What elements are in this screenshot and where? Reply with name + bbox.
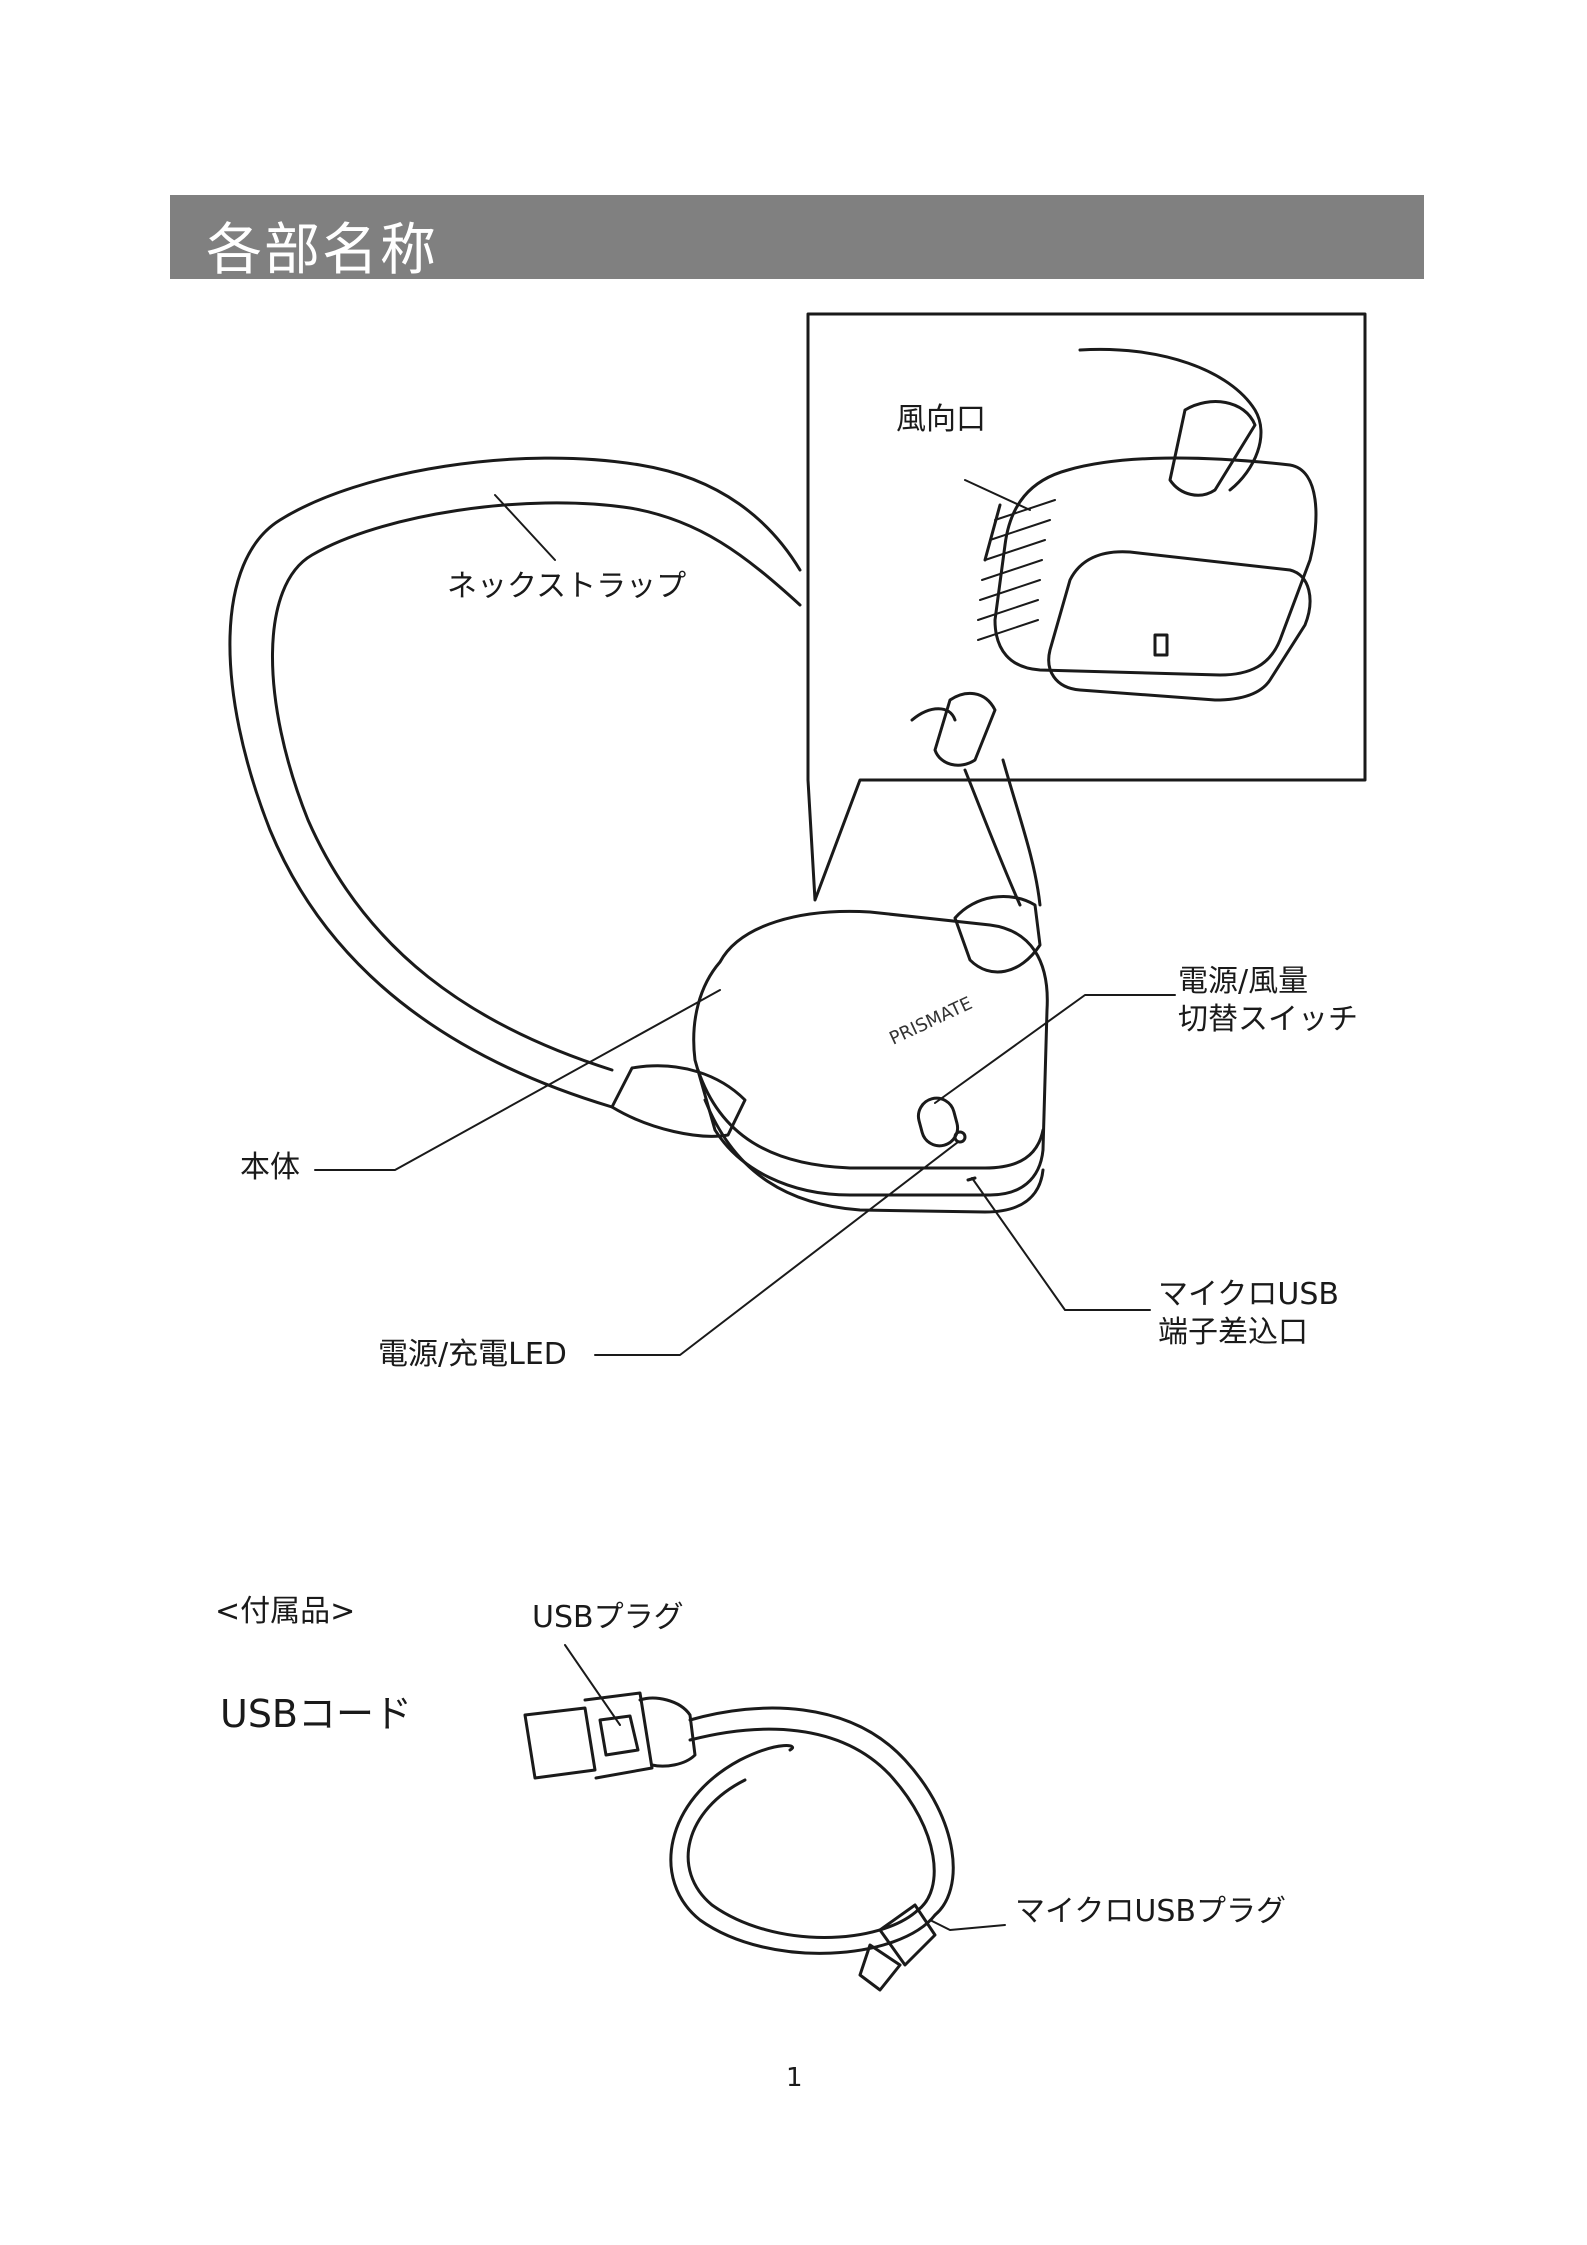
label-micro-usb-plug: マイクロUSBプラグ xyxy=(1015,1892,1286,1932)
usb-cable xyxy=(525,1693,953,1990)
label-neck-strap: ネックストラップ xyxy=(447,567,686,607)
label-power-switch-line2: 切替スイッチ xyxy=(1178,1000,1358,1040)
label-usb-plug: USBプラグ xyxy=(532,1598,684,1638)
zoom-callout xyxy=(808,314,1365,900)
brand-logo: PRISMATE xyxy=(886,993,975,1050)
main-unit xyxy=(694,911,1048,1212)
label-micro-usb-port-line1: マイクロUSB xyxy=(1158,1275,1339,1315)
label-micro-usb-port-line2: 端子差込口 xyxy=(1158,1313,1308,1353)
accessories-heading: <付属品> xyxy=(215,1592,355,1632)
label-power-led: 電源/充電LED xyxy=(378,1335,567,1375)
label-power-switch-line1: 電源/風量 xyxy=(1178,962,1308,1002)
label-body: 本体 xyxy=(240,1148,300,1188)
page-number: 1 xyxy=(786,2058,803,2098)
leader-lines xyxy=(315,480,1175,1930)
label-air-outlet: 風向口 xyxy=(896,400,986,440)
accessory-usb-cord: USBコード xyxy=(220,1690,412,1738)
